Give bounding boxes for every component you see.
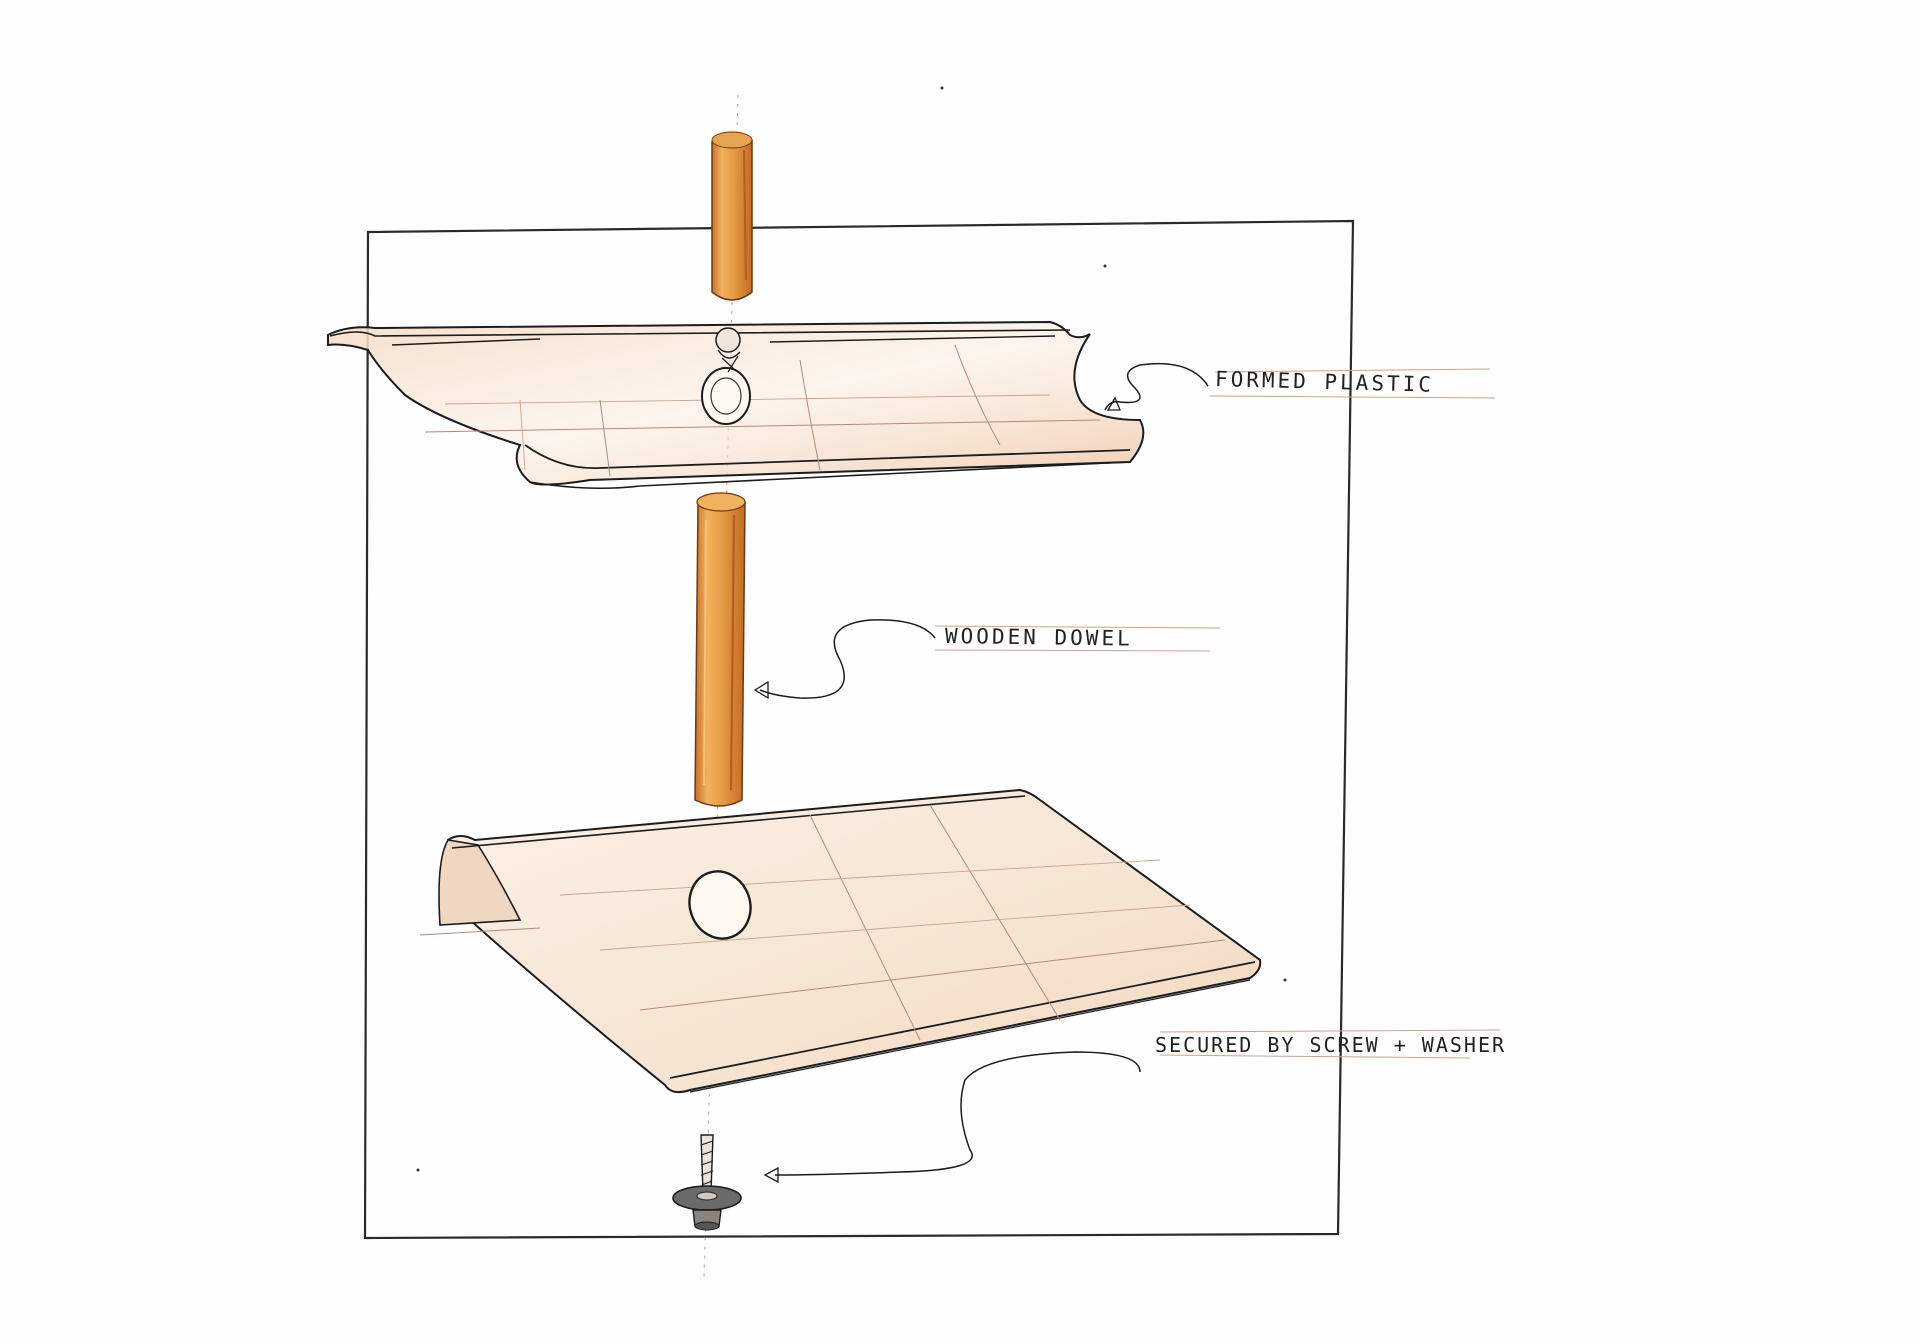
leader-wooden-dowel xyxy=(753,619,1221,700)
lower-shelf xyxy=(419,788,1262,1094)
top-dowel xyxy=(711,131,753,301)
leader-formed-plastic xyxy=(1104,362,1496,411)
upper-shelf xyxy=(327,320,1145,490)
background-frame xyxy=(363,219,1355,1240)
upper-screw-head xyxy=(715,327,741,373)
leader-screw-washer xyxy=(763,1029,1501,1184)
label-wooden-dowel: WOODEN DOWEL xyxy=(944,624,1133,651)
label-screw-washer: SECURED BY SCREW + WASHER xyxy=(1155,1033,1507,1057)
middle-dowel xyxy=(694,492,746,807)
screw-and-washer xyxy=(672,1134,742,1231)
